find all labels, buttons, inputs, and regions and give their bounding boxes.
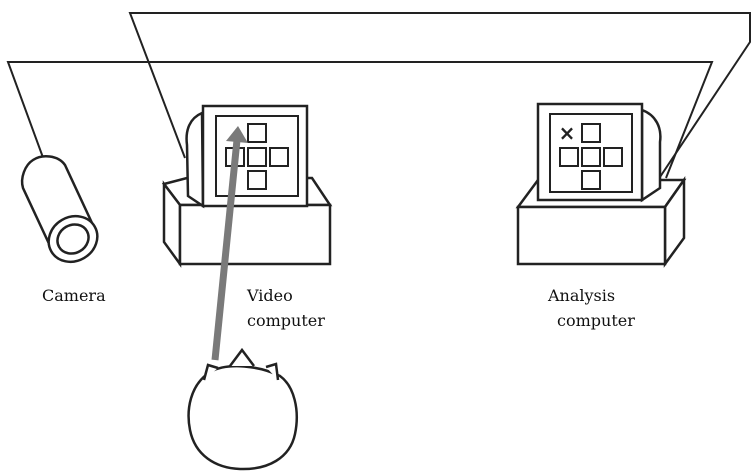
participant-right-ear xyxy=(265,362,280,381)
camera-lens xyxy=(56,223,90,255)
video-computer-label-line2: computer xyxy=(247,311,325,330)
video-computer-stimulus-grid xyxy=(225,123,289,190)
camera xyxy=(20,155,99,264)
gaze-target-marker: × xyxy=(559,121,576,145)
video-computer-label-line1: Video xyxy=(247,286,293,305)
camera-label: Camera xyxy=(42,286,106,305)
participant-nose xyxy=(229,347,255,367)
analysis-computer-label-line1: Analysis xyxy=(548,286,616,305)
video-computer xyxy=(161,104,333,268)
gaze-arrow xyxy=(211,126,248,361)
analysis-computer xyxy=(515,102,687,268)
video-computer-monitor xyxy=(185,104,309,209)
analysis-computer-stimulus-grid xyxy=(559,123,623,190)
cables xyxy=(6,12,751,181)
gaze-arrowhead xyxy=(226,126,248,143)
analysis-computer-label-line2: computer xyxy=(557,311,635,330)
participant-head xyxy=(187,347,298,471)
inner-cable xyxy=(6,61,714,179)
analysis-computer-monitor xyxy=(536,102,662,203)
participant-left-ear xyxy=(202,363,219,381)
